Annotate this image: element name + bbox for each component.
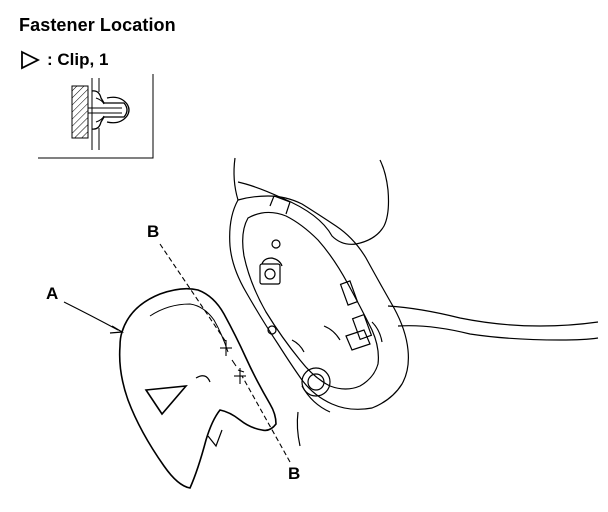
callout-b-bottom: B [288,464,301,483]
callout-a: A [46,284,59,303]
open-triangle-icon [21,50,41,70]
trim-cover-a [118,287,277,489]
leader-lines [63,243,291,463]
callout-b-top: B [147,222,160,241]
fastener-legend: : Clip, 1 [19,48,108,72]
clip-detail-inset [38,74,154,159]
legend-label: : Clip, 1 [47,50,109,69]
page-title: Fastener Location [19,15,176,35]
vehicle-frame [229,157,599,447]
